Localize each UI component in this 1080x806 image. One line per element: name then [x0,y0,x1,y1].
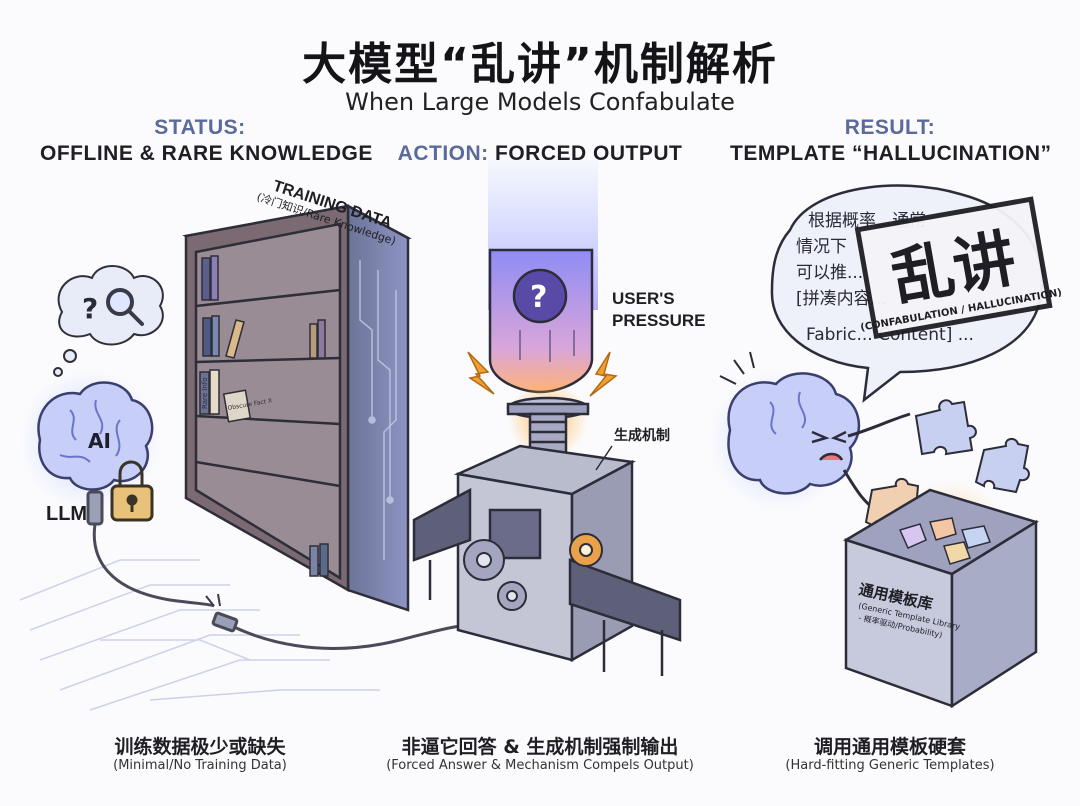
mechanism-label: 生成机制 [614,427,670,444]
action-label: ACTION: FORCED OUTPUT [390,142,690,166]
speech-line-4: [拼凑内容... [796,289,887,309]
status-value: OFFLINE & RARE KNOWLEDGE [40,142,373,165]
box-puzzles [898,517,991,565]
magnifier-icon [106,288,144,326]
caption-middle-en: (Forced Answer & Mechanism Compels Outpu… [386,758,694,773]
page-title: 大模型“乱讲”机制解析 [302,39,778,90]
brain-ai-label: AI [88,429,111,453]
page-subtitle: When Large Models Confabulate [345,88,735,116]
worry-marks [719,351,755,385]
spark-icon [205,593,221,607]
question-mark-icon: ? [82,292,98,325]
stressed-face [811,430,847,461]
status-label: STATUS: [154,116,246,139]
speech-line-2: 情况下 [796,237,847,257]
pressure-label-1: USER'S [612,289,675,308]
stressed-brain-icon [727,372,861,495]
caption-left-cn: 训练数据极少或缺失 [114,736,286,758]
caption-right-cn: 调用通用模板硬套 [813,736,966,758]
circuit-lines [19,559,380,711]
press-machine [453,396,636,663]
thought-bubble [53,265,164,377]
action-prefix: ACTION: [397,142,489,165]
confabulation-stamp: 乱讲 (CONFABULATION / HALLUCINATION) [854,196,1063,340]
book-label-rare: Rare Info [201,377,209,409]
question-badge-icon [512,268,568,324]
caption-middle-cn: 非逼它回答 & 生成机制强制输出 [401,736,679,758]
bookshelf [182,203,412,612]
speech-line-3: 可以推... [796,263,863,283]
pressure-label-2: PRESSURE [612,311,706,330]
books [199,255,329,577]
gear-icon [463,533,603,611]
brain-icon [37,381,154,491]
template-box [842,488,1040,709]
conveyor-belt [412,487,682,676]
result-value: TEMPLATE “HALLUCINATION” [730,142,1052,165]
puzzle-piece-icon [864,399,1030,534]
shelf-circuit [359,260,397,560]
action-value: FORCED OUTPUT [495,142,683,165]
llm-label: LLM [46,503,87,525]
caption-left-en: (Minimal/No Training Data) [113,758,287,773]
lock-icon [110,460,154,522]
caption-right-en: (Hard-fitting Generic Templates) [785,758,995,773]
question-badge-mark: ? [530,280,547,315]
result-label: RESULT: [844,116,936,139]
lightning-icon [467,351,618,397]
